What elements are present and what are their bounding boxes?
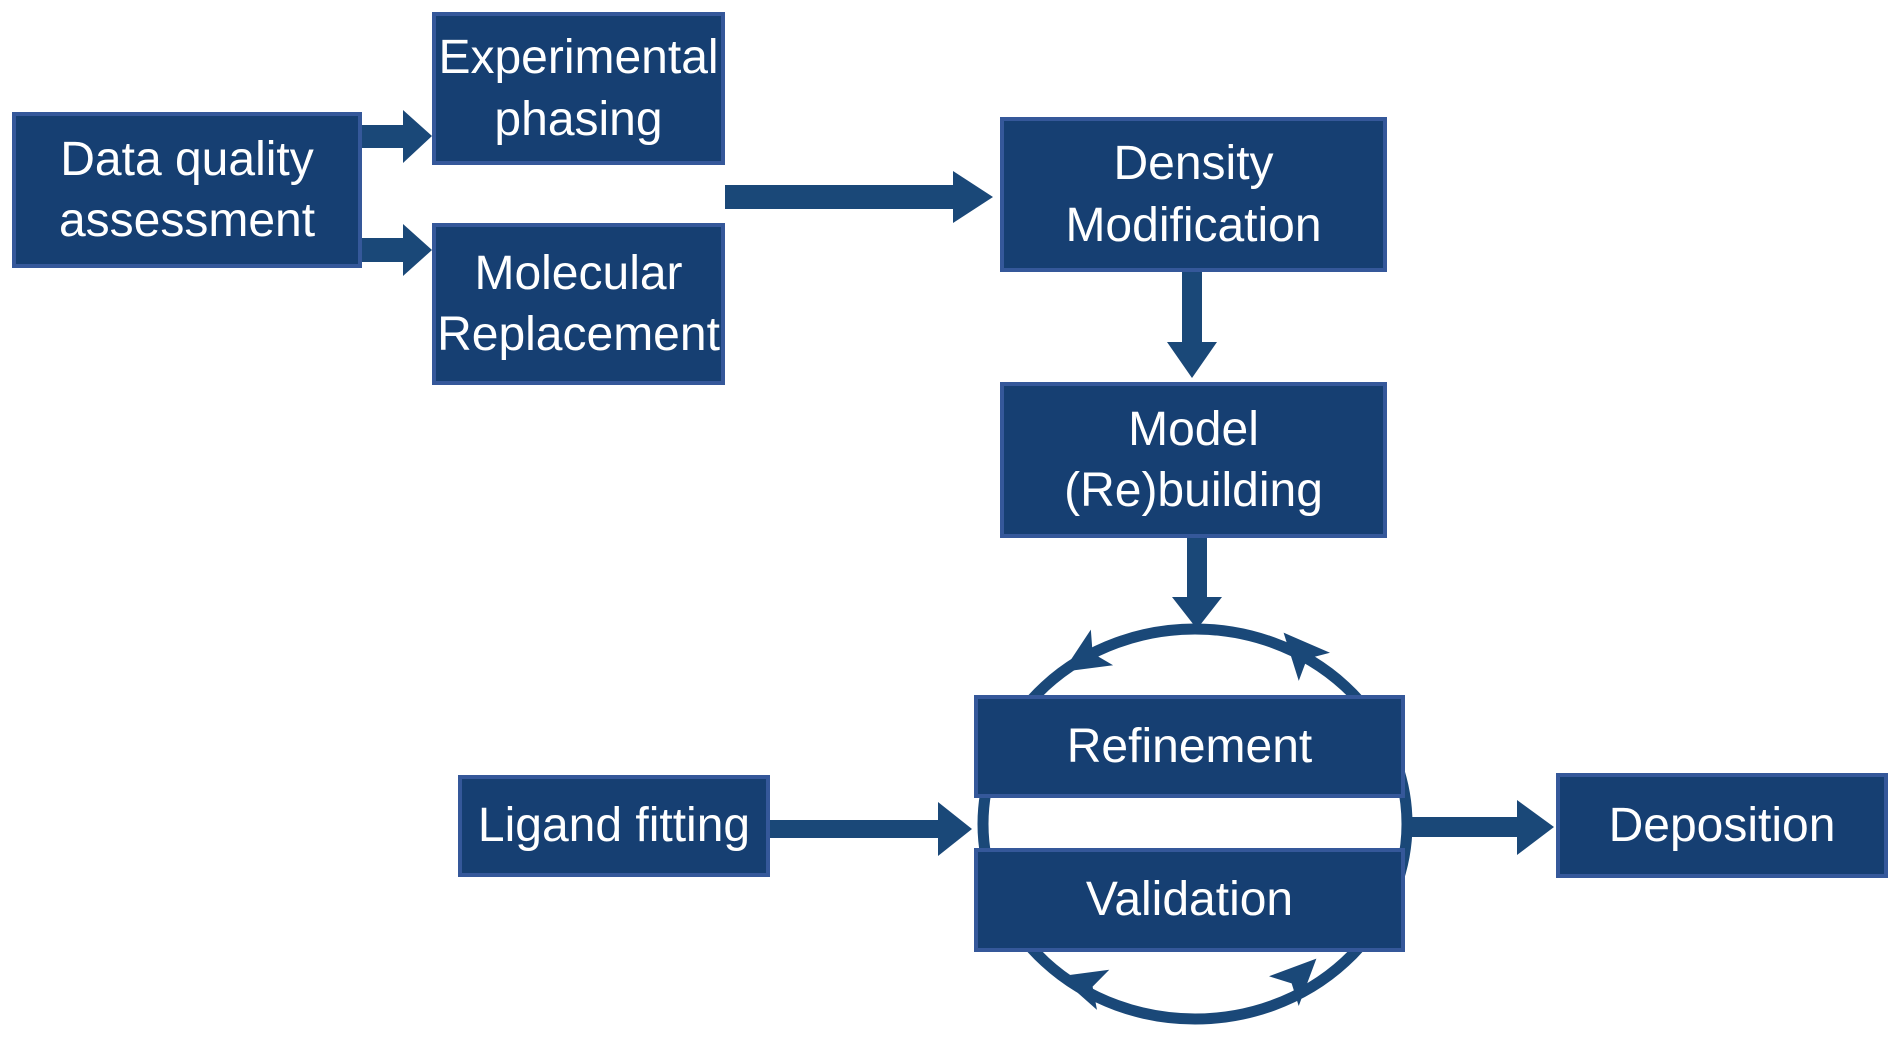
cycle-arrowhead-top-right [1283,632,1330,681]
node-deposition: Deposition [1556,773,1888,878]
node-refinement: Refinement [974,695,1405,798]
arrow-model-to-cycle [1172,538,1222,629]
node-density-modification: Density Modification [1000,117,1387,272]
node-molecular-replacement: Molecular Replacement [432,223,725,385]
cycle-arrowhead-top-left [1062,629,1114,672]
node-experimental-phasing: Experimental phasing [432,12,725,165]
arrow-dqa-to-molecular-replacement [362,224,432,276]
arrow-density-to-model-rebuilding [1167,272,1217,378]
node-data-quality-assessment: Data quality assessment [12,112,362,268]
arrow-cycle-to-deposition [1410,800,1554,855]
arrow-phasing-to-density-modification [725,171,993,223]
arrow-ligand-to-cycle [770,802,972,856]
cycle-arrowhead-bottom-right [1269,958,1317,1006]
node-model-rebuilding: Model (Re)building [1000,382,1387,538]
arrow-dqa-to-experimental-phasing [362,110,432,163]
cycle-arrowhead-bottom-left [1059,969,1110,1010]
node-validation: Validation [974,848,1405,952]
node-ligand-fitting: Ligand fitting [458,775,770,877]
refinement-validation-cycle-ring [977,623,1413,1025]
